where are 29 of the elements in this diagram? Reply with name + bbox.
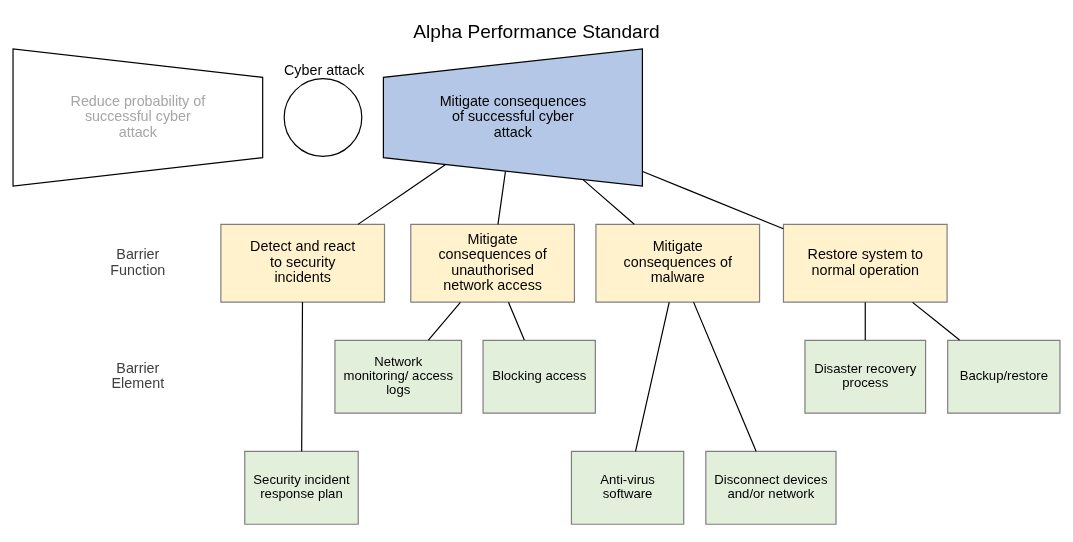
node-box: Security incident response plan [244, 450, 359, 525]
node-box: Mitigate consequences of unauthorised network access [410, 223, 575, 303]
node-box: Backup/restore [947, 339, 1061, 414]
connector [507, 301, 525, 341]
node-label: Cyber attack [283, 61, 365, 78]
connector [357, 164, 446, 225]
node-box: Restore system to normal operation [782, 223, 948, 303]
node-box: Mitigate consequences of successful cyber attack [382, 48, 643, 187]
connector [582, 179, 635, 225]
node-box: Disconnect devices and/or network [705, 450, 837, 525]
connector [911, 301, 961, 341]
node-box: Disaster recovery process [804, 339, 927, 414]
connector [497, 170, 507, 225]
connector [692, 301, 757, 452]
label: Barrier Element [111, 359, 165, 392]
node-box: Detect and react to security incidents [220, 223, 386, 303]
node-box: Mitigate consequences of malware [595, 223, 761, 303]
connector [642, 170, 784, 230]
connector [634, 301, 670, 452]
node-box: Reduce probability of successful cyber attack [12, 48, 264, 187]
node-box: Blocking access [482, 339, 596, 414]
label: Barrier Function [110, 246, 166, 278]
connector [301, 301, 304, 452]
diagram-title: Alpha Performance Standard [413, 20, 660, 42]
node-circle [283, 78, 363, 157]
connector [427, 301, 461, 341]
connector [864, 301, 866, 341]
node-box: Network monitoring/ access logs [334, 339, 463, 414]
node-box: Anti-virus software [570, 450, 685, 525]
